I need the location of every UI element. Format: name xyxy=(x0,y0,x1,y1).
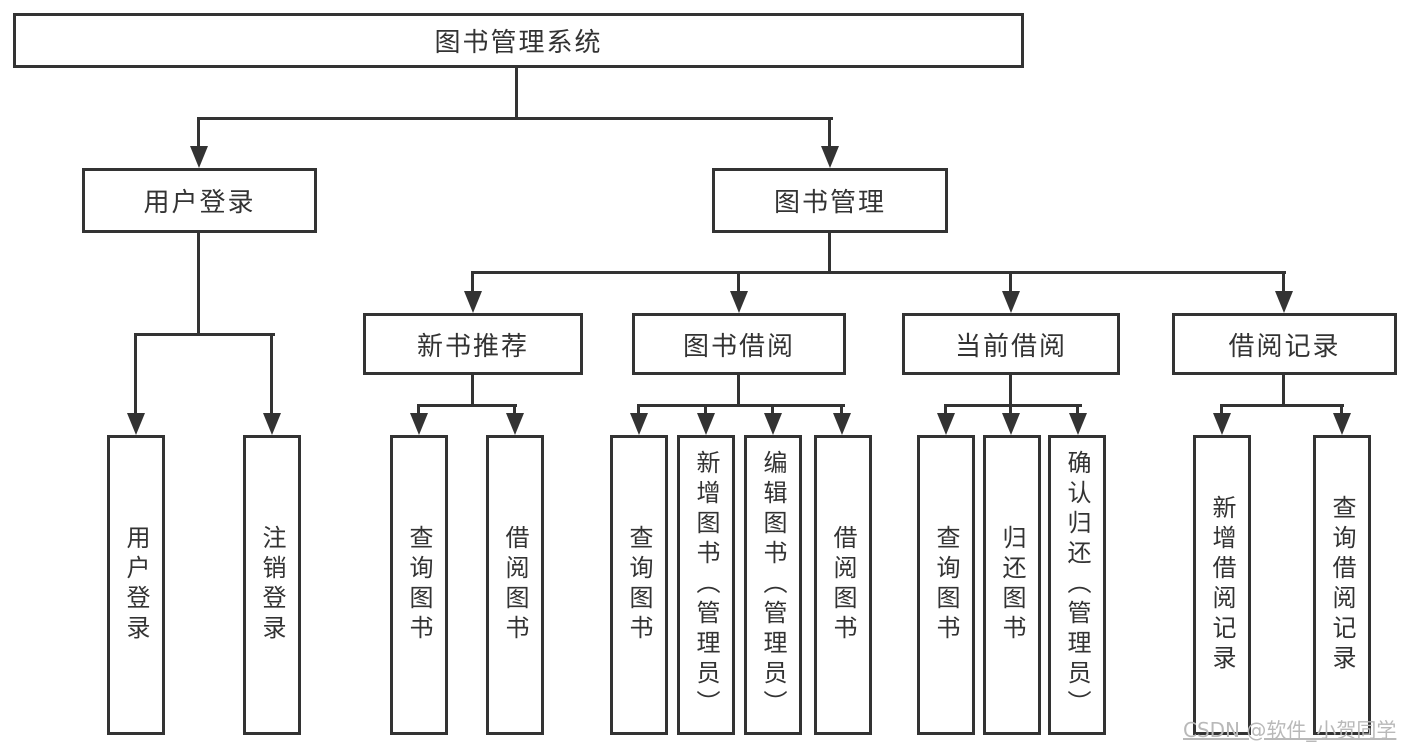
arrow-down xyxy=(937,413,955,435)
arrow-down xyxy=(506,413,524,435)
node-label: 借阅记录 xyxy=(1228,331,1341,362)
arrow-down xyxy=(821,146,839,168)
node-label: 用户登录 xyxy=(143,188,256,218)
node-library-management-system: 图书管理系统 xyxy=(13,13,1024,68)
node-label: 图书管理 xyxy=(773,188,886,218)
arrow-down xyxy=(630,413,648,435)
arrow-down xyxy=(190,146,208,168)
leaf-logout: 注销登录 xyxy=(243,435,301,735)
arrow-down xyxy=(730,291,748,313)
leaf-query-books-current: 查询图书 xyxy=(917,435,975,735)
arrow-down xyxy=(1002,291,1020,313)
arrow-down xyxy=(1275,291,1293,313)
connector-line xyxy=(1282,271,1285,293)
connector-line xyxy=(134,333,137,415)
arrow-down xyxy=(1333,413,1351,435)
node-user-login: 用户登录 xyxy=(82,168,317,233)
arrow-down xyxy=(410,413,428,435)
connector-line xyxy=(637,404,845,407)
leaf-label: 归还图书 xyxy=(998,525,1026,645)
csdn-watermark: CSDN @软件_小贺同学 xyxy=(1183,718,1397,742)
leaf-label: 查询图书 xyxy=(932,525,960,645)
connector-line xyxy=(1282,375,1285,406)
connector-line xyxy=(417,404,517,407)
leaf-add-books-admin: 新增图书（管理员） xyxy=(677,435,735,735)
connector-line xyxy=(1340,404,1343,415)
arrow-down xyxy=(1069,413,1087,435)
leaf-return-books: 归还图书 xyxy=(983,435,1041,735)
arrow-down xyxy=(127,413,145,435)
connector-line xyxy=(471,375,474,406)
connector-line xyxy=(197,117,833,120)
connector-line xyxy=(270,333,273,415)
leaf-query-borrow-record: 查询借阅记录 xyxy=(1313,435,1371,735)
leaf-label: 编辑图书（管理员） xyxy=(759,450,787,720)
connector-line xyxy=(1009,375,1012,406)
leaf-label: 新增图书（管理员） xyxy=(692,450,720,720)
connector-line xyxy=(637,404,640,415)
node-book-management: 图书管理 xyxy=(712,168,948,233)
leaf-user-login: 用户登录 xyxy=(107,435,165,735)
arrow-down xyxy=(764,413,782,435)
connector-line xyxy=(1076,404,1079,415)
leaf-label: 注销登录 xyxy=(258,525,286,645)
arrow-down xyxy=(263,413,281,435)
node-label: 当前借阅 xyxy=(954,331,1067,362)
leaf-query-books-recommend: 查询图书 xyxy=(390,435,448,735)
arrow-down xyxy=(1002,413,1020,435)
connector-line xyxy=(737,271,740,293)
connector-line xyxy=(840,404,843,415)
arrow-down xyxy=(697,413,715,435)
connector-line xyxy=(737,375,740,406)
arrow-down xyxy=(1213,413,1231,435)
node-borrowing-records: 借阅记录 xyxy=(1172,313,1397,375)
connector-line xyxy=(771,404,774,415)
arrow-down xyxy=(464,291,482,313)
node-label: 图书管理系统 xyxy=(434,28,603,58)
connector-line xyxy=(1009,404,1012,415)
node-current-borrowing: 当前借阅 xyxy=(902,313,1120,375)
leaf-add-borrow-record: 新增借阅记录 xyxy=(1193,435,1251,735)
connector-line xyxy=(828,233,831,274)
node-book-borrowing: 图书借阅 xyxy=(632,313,846,375)
arrow-down xyxy=(833,413,851,435)
leaf-label: 借阅图书 xyxy=(829,525,857,645)
connector-line xyxy=(417,404,420,415)
connector-line xyxy=(197,233,200,336)
leaf-label: 借阅图书 xyxy=(501,525,529,645)
connector-line xyxy=(134,333,275,336)
leaf-label: 查询图书 xyxy=(625,525,653,645)
leaf-label: 查询图书 xyxy=(405,525,433,645)
connector-line xyxy=(471,271,1286,274)
leaf-label: 查询借阅记录 xyxy=(1328,495,1356,675)
node-label: 新书推荐 xyxy=(416,331,529,362)
connector-line xyxy=(1220,404,1344,407)
leaf-label: 新增借阅记录 xyxy=(1208,495,1236,675)
leaf-borrow-books-recommend: 借阅图书 xyxy=(486,435,544,735)
connector-line xyxy=(1009,271,1012,293)
connector-line xyxy=(1220,404,1223,415)
leaf-confirm-return-admin: 确认归还（管理员） xyxy=(1048,435,1106,735)
node-new-book-recommend: 新书推荐 xyxy=(363,313,583,375)
connector-line xyxy=(513,404,516,415)
connector-line xyxy=(704,404,707,415)
leaf-label: 用户登录 xyxy=(122,525,150,645)
leaf-query-books-borrowing: 查询图书 xyxy=(610,435,668,735)
node-label: 图书借阅 xyxy=(682,331,795,362)
connector-line xyxy=(471,271,474,293)
leaf-edit-books-admin: 编辑图书（管理员） xyxy=(744,435,802,735)
connector-line xyxy=(828,117,831,150)
connector-line xyxy=(515,66,518,119)
connector-line xyxy=(944,404,947,415)
connector-line xyxy=(944,404,1082,407)
leaf-label: 确认归还（管理员） xyxy=(1063,450,1091,720)
connector-line xyxy=(197,117,200,150)
leaf-borrow-books: 借阅图书 xyxy=(814,435,872,735)
